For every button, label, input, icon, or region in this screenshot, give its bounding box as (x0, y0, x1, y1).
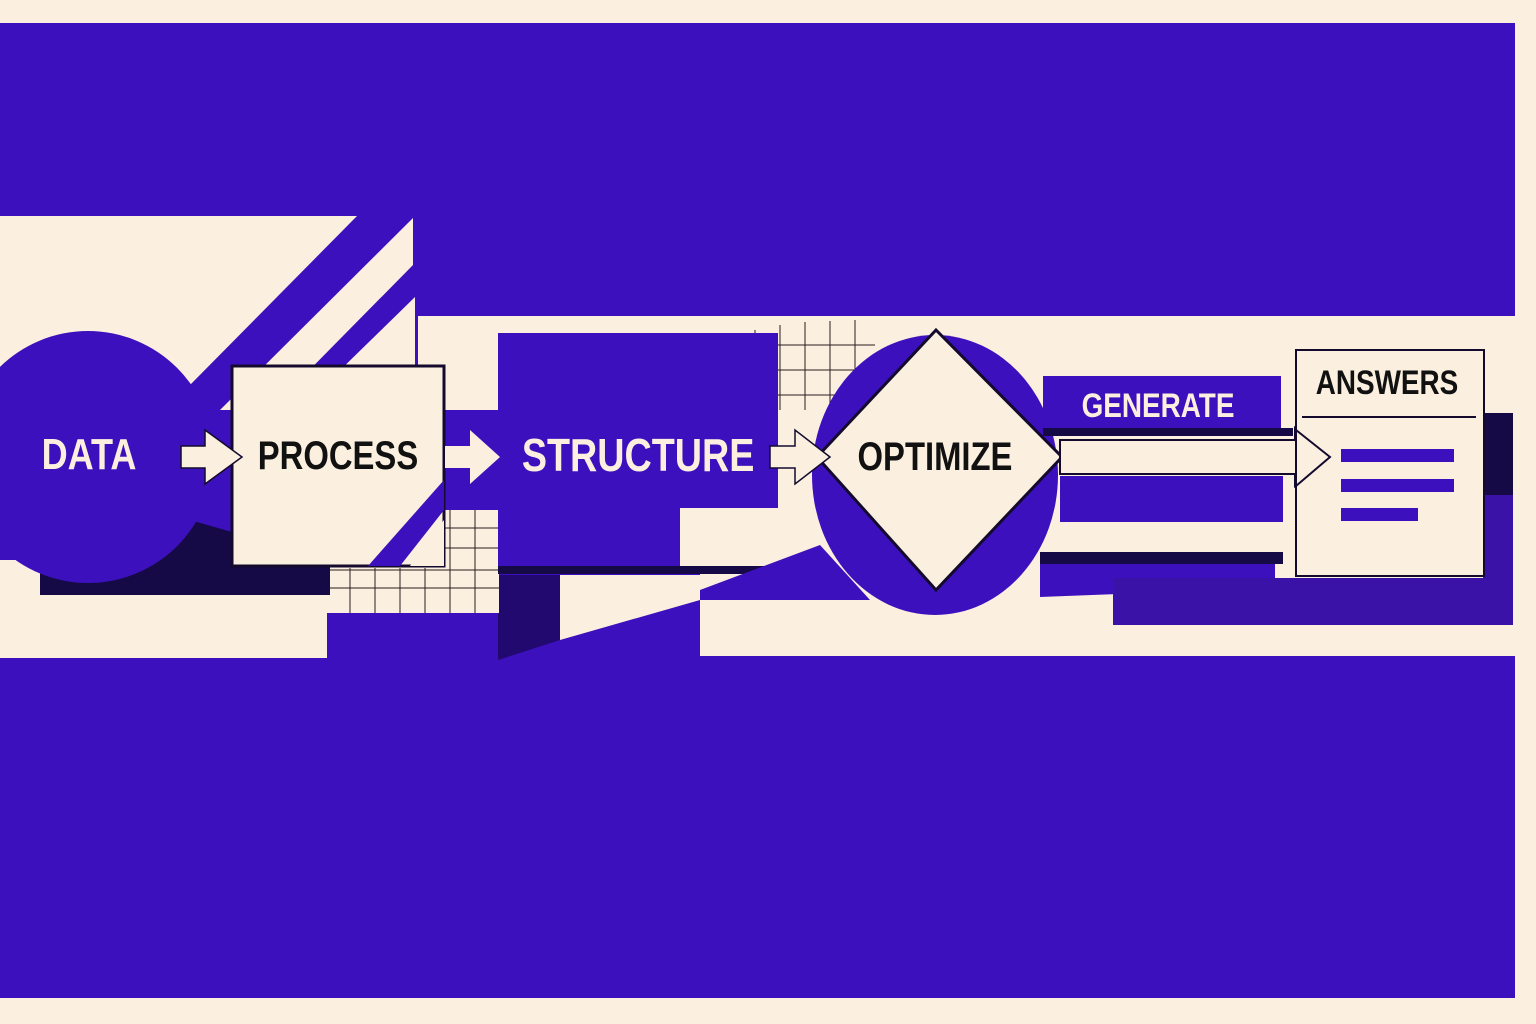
arrow-structure-to-optimize (769, 428, 832, 486)
answer-line-3 (1341, 508, 1418, 521)
step-label-structure: STRUCTURE (521, 429, 755, 481)
arrow-data-to-process (180, 428, 244, 486)
answer-line-2 (1341, 479, 1454, 492)
step-label-data: DATA (41, 430, 137, 479)
arrow-process-to-structure (445, 430, 500, 484)
step-label-optimize: OPTIMIZE (857, 435, 1013, 479)
step-label-generate: GENERATE (1081, 387, 1235, 425)
answer-line-1 (1341, 449, 1454, 462)
step-label-answers: ANSWERS (1315, 364, 1459, 402)
step-label-process: PROCESS (257, 434, 419, 478)
